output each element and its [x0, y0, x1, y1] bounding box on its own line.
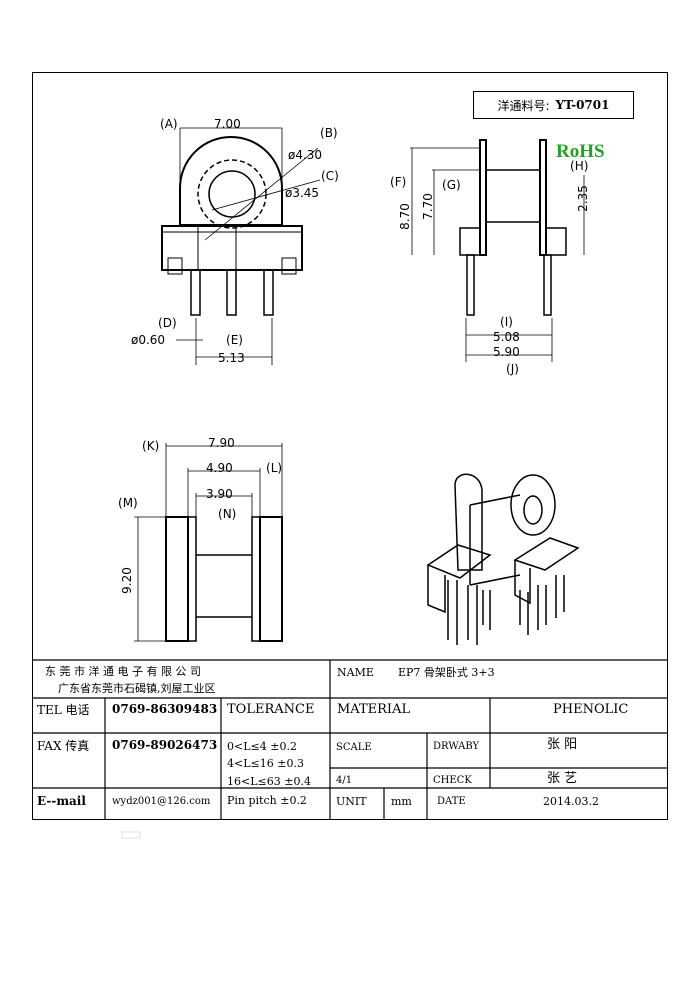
- check-value: 张 艺: [547, 771, 578, 786]
- callout-d: (D): [158, 316, 177, 330]
- fax-value: 0769-89026473: [112, 738, 218, 752]
- dim-body: 4.90: [206, 461, 233, 475]
- drawn-label: DRWABY: [433, 741, 480, 752]
- callout-f: (F): [390, 175, 407, 189]
- dim-outer-span: 5.90: [493, 345, 520, 359]
- tel-value: 0769-86309483: [112, 702, 218, 716]
- callout-i: (I): [500, 315, 513, 329]
- dim-flange: 7.90: [208, 436, 235, 450]
- callout-k: (K): [142, 439, 160, 453]
- callout-m: (M): [118, 496, 138, 510]
- name-label: NAME: [337, 666, 374, 679]
- part-number-box: 洋通料号: YT-0701: [473, 91, 634, 119]
- rohs-mark: RoHS: [556, 141, 605, 162]
- dim-inner-dia: ø3.45: [285, 186, 320, 200]
- callout-b: (B): [320, 126, 338, 140]
- tolerance-row-4: Pin pitch ±0.2: [227, 794, 307, 807]
- date-label: DATE: [437, 796, 466, 807]
- callout-c: (C): [321, 169, 339, 183]
- company-address: 广东省东莞市石碣镇,刘屋工业区: [58, 682, 216, 695]
- fax-label: FAX 传真: [37, 739, 90, 753]
- tolerance-label: TOLERANCE: [227, 702, 315, 717]
- scale-label: SCALE: [336, 742, 372, 753]
- drawing-frame: [32, 72, 668, 820]
- dim-pin-span: 5.13: [218, 351, 245, 365]
- callout-n: (N): [218, 507, 237, 521]
- tolerance-row-2: 4<L≤16 ±0.3: [227, 757, 304, 770]
- callout-a: (A): [160, 117, 178, 131]
- email-value: wydz001@126.com: [112, 796, 211, 807]
- tel-label: TEL 电话: [37, 703, 90, 717]
- callout-e: (E): [226, 333, 243, 347]
- email-label: E--mail: [37, 794, 86, 808]
- side-view: [410, 139, 585, 362]
- scale-value: 4/1: [336, 775, 353, 786]
- unit-value: mm: [391, 795, 412, 808]
- tolerance-row-3: 16<L≤63 ±0.4: [227, 775, 311, 788]
- material-value: PHENOLIC: [553, 702, 629, 717]
- drawn-value: 张 阳: [547, 737, 578, 752]
- unit-label: UNIT: [336, 795, 367, 808]
- check-label: CHECK: [433, 775, 472, 786]
- callout-h: (H): [570, 159, 589, 173]
- front-view: [134, 443, 283, 642]
- callout-g: (G): [442, 178, 461, 192]
- callout-j: (J): [506, 362, 519, 376]
- isometric-view: [426, 473, 580, 645]
- name-value: EP7 骨架卧式 3+3: [398, 666, 495, 679]
- tolerance-row-1: 0<L≤4 ±0.2: [227, 740, 297, 753]
- top-view: [161, 127, 321, 365]
- dim-width: 7.00: [214, 117, 241, 131]
- dim-core: 3.90: [206, 487, 233, 501]
- dim-pin-dia: ø0.60: [131, 333, 166, 347]
- callout-l: (L): [266, 461, 283, 475]
- material-label: MATERIAL: [337, 702, 411, 717]
- dim-inner-span: 5.08: [493, 330, 520, 344]
- faint-mark: [121, 831, 141, 839]
- company-name: 东 莞 市 洋 通 电 子 有 限 公 司: [45, 665, 201, 678]
- part-number-label: 洋通料号:: [497, 98, 550, 113]
- date-value: 2014.03.2: [543, 795, 599, 808]
- dim-outer-dia: ø4.30: [288, 148, 323, 162]
- part-number-value: YT-0701: [555, 98, 610, 112]
